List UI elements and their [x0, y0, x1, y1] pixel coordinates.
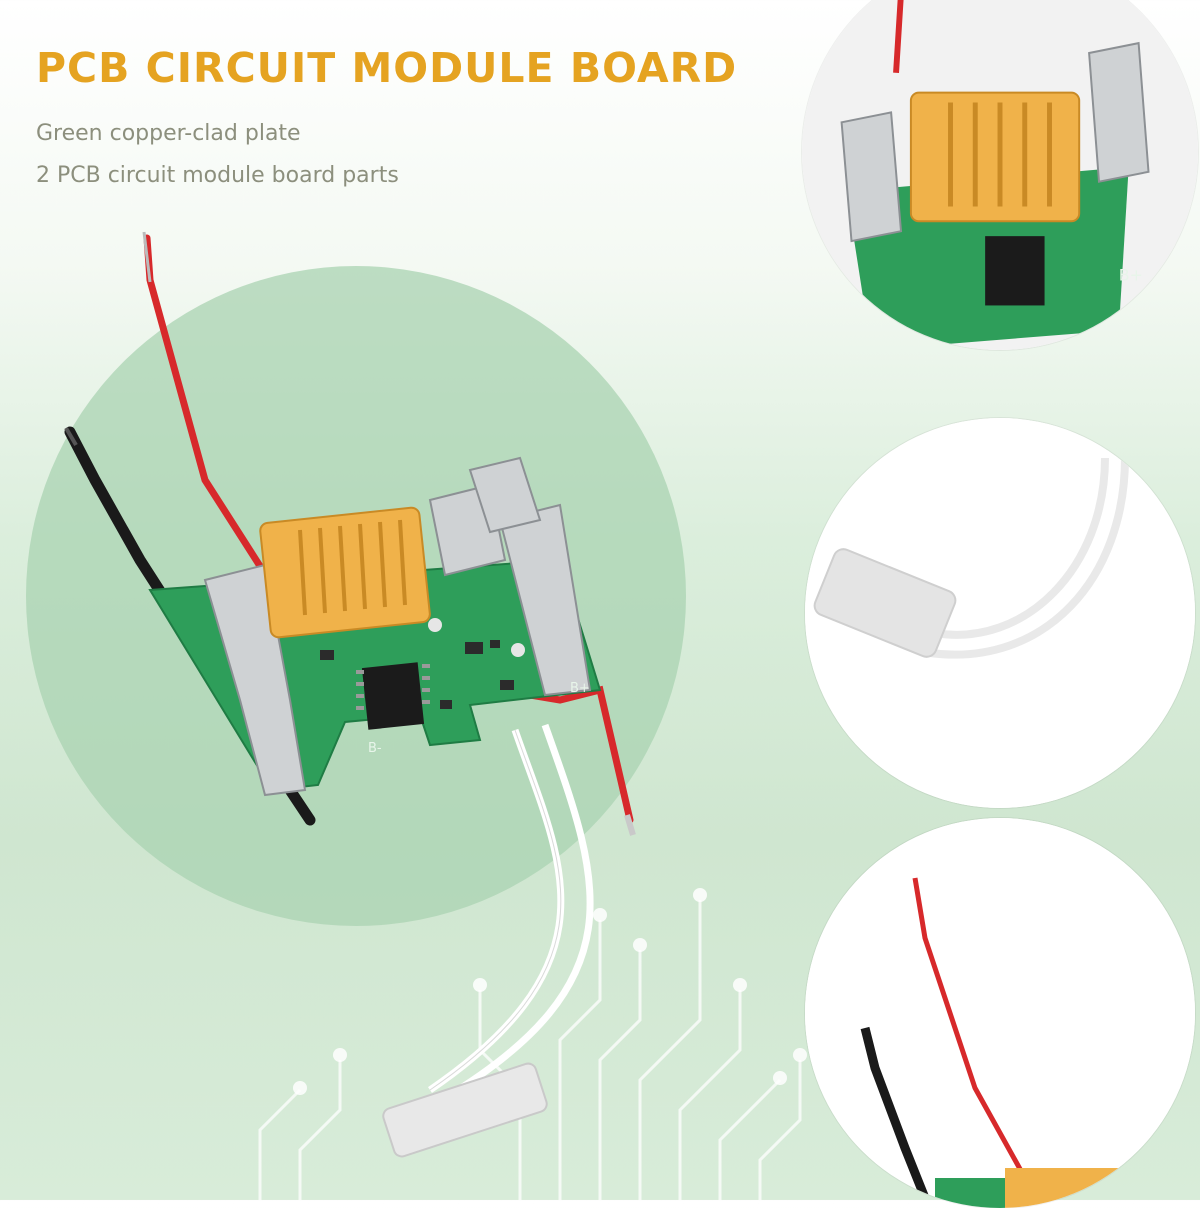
minus-marking: B- [368, 741, 382, 756]
plus-marking: B+ [570, 681, 590, 696]
plus-marking-closeup: B+ [1119, 266, 1143, 285]
subtitle-line-1: Green copper-clad plate [36, 121, 301, 146]
subtitle-line-2: 2 PCB circuit module board parts [36, 163, 399, 188]
connector-closeup: B+ [802, 0, 1198, 350]
thermistor-closeup [805, 418, 1195, 808]
thermistor-closeup-image [805, 418, 1195, 808]
connector-closeup-image: B+ [802, 0, 1198, 350]
wires-closeup-image [805, 818, 1195, 1208]
page-title: PCB CIRCUIT MODULE BOARD [36, 44, 738, 92]
wires-closeup [805, 818, 1195, 1208]
